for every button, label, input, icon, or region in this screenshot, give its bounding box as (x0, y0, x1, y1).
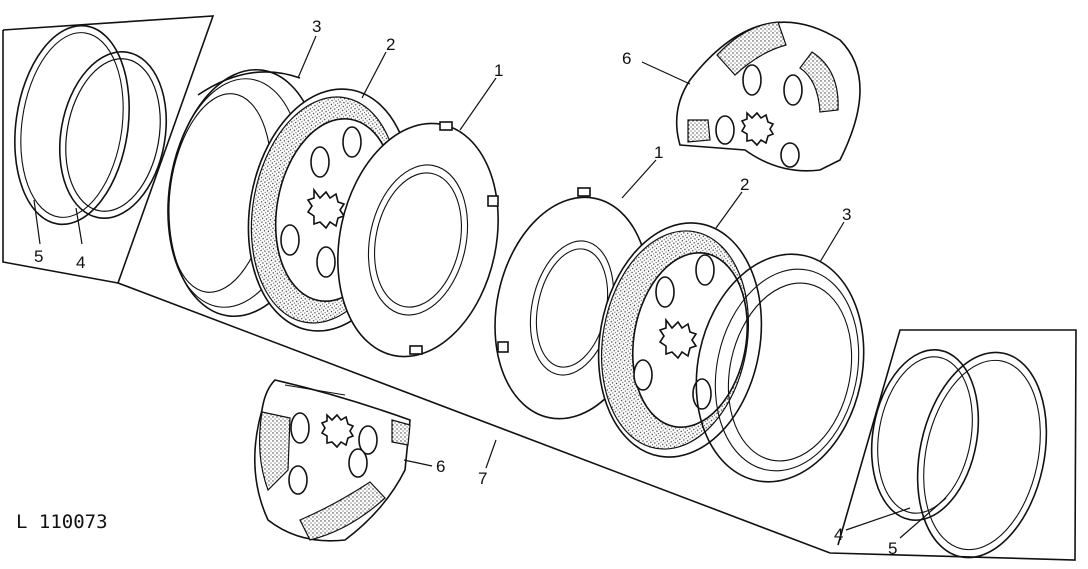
snap-ring-right-5 (916, 351, 1048, 559)
leader-lines (33, 35, 947, 539)
snap-ring-right-4 (870, 349, 980, 521)
callout-2-left: 2 (386, 35, 395, 54)
callout-2-right: 2 (740, 175, 749, 194)
callout-3-left: 3 (312, 17, 321, 36)
callout-4-left: 4 (76, 253, 85, 272)
callout-1-right: 1 (654, 143, 663, 162)
callout-3-right: 3 (842, 205, 851, 224)
brake-lining-segment-upper (675, 21, 861, 172)
callout-4-right: 4 (834, 525, 843, 544)
figure-id-label: L 110073 (16, 511, 108, 533)
callout-labels: 3 2 1 6 1 2 3 5 4 6 7 4 5 (34, 17, 897, 558)
callout-6-lower: 6 (436, 457, 445, 476)
brake-lining-segment-lower (254, 379, 411, 542)
snap-ring-left-5 (14, 24, 130, 226)
callout-5-right: 5 (888, 539, 897, 558)
friction-disc-right (597, 222, 763, 458)
callout-7: 7 (478, 469, 487, 488)
piston-housing-right (695, 253, 865, 483)
callout-5-left: 5 (34, 247, 43, 266)
assembly-frame (2, 15, 1077, 561)
callout-1-left: 1 (494, 61, 503, 80)
callout-6-upper: 6 (622, 49, 631, 68)
separator-plate-left (337, 121, 499, 358)
snap-ring-left-4 (58, 50, 168, 220)
